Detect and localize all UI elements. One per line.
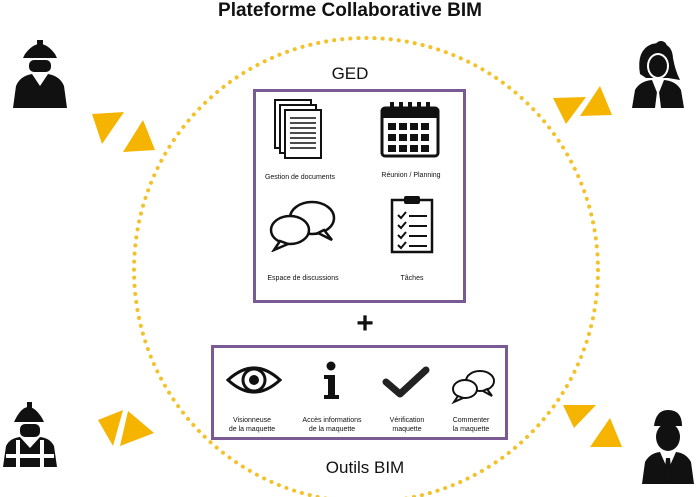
bim-item-label: Vérification maquette [389, 417, 425, 433]
comment-bubbles-icon [451, 370, 495, 404]
exchange-arrows-bottom-right [563, 405, 622, 447]
calendar-icon [380, 102, 440, 158]
checkmark-icon [382, 366, 430, 398]
ged-title: GED [331, 64, 369, 83]
info-icon [324, 361, 339, 399]
ged-item-label: Espace de discussions [267, 275, 339, 282]
bim-frame [211, 345, 508, 440]
site-worker-vest-icon [3, 402, 57, 467]
exchange-arrows-top-left [92, 112, 155, 152]
bim-item-label: Accès informations de la maquette [302, 417, 362, 433]
exchange-arrows-top-right [553, 86, 612, 124]
bim-item-label: Commenter la maquette [452, 417, 490, 433]
ged-item-label: Réunion / Planning [381, 172, 441, 179]
bim-item-label: Visionneuse de la maquette [228, 417, 276, 433]
plus-sign: + [356, 307, 374, 340]
ged-item-label: Tâches [400, 275, 424, 282]
page-title: Plateforme Collaborative BIM [218, 0, 482, 21]
documents-icon [274, 99, 322, 159]
businesswoman-icon [632, 41, 684, 108]
ged-item-label: Gestion de documents [264, 174, 336, 181]
bim-title: Outils BIM [325, 458, 405, 477]
platform-circle [132, 36, 600, 497]
checklist-clipboard-icon [390, 196, 434, 254]
construction-worker-icon [13, 40, 67, 108]
eye-icon [226, 366, 282, 394]
businessman-icon [642, 410, 694, 484]
ged-frame [253, 89, 466, 303]
exchange-arrows-bottom-left [98, 410, 154, 446]
chat-bubbles-icon [269, 200, 336, 252]
